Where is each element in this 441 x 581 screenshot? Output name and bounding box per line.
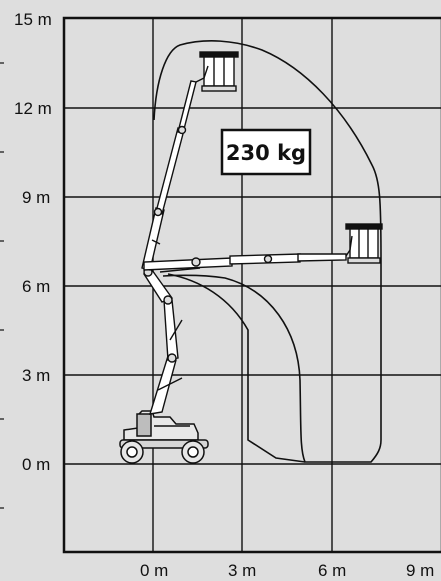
- jib-section: [297, 253, 347, 262]
- x-tick-label: 9 m: [406, 561, 434, 580]
- y-tick-label: 6 m: [22, 277, 50, 296]
- basket-top-rail: [345, 223, 383, 230]
- x-axis-labels: 0 m 3 m 6 m 9 m: [140, 561, 434, 580]
- basket-top-rail: [199, 51, 239, 58]
- capacity-box: 230 kg: [220, 128, 312, 176]
- capacity-label: 230 kg: [226, 141, 306, 165]
- boom-pivot: [167, 353, 177, 363]
- x-tick-label: 0 m: [140, 561, 168, 580]
- basket-mount: [345, 235, 353, 257]
- platform-basket: [203, 55, 235, 87]
- basket-floor: [201, 85, 237, 92]
- capacity-box-frame: [220, 128, 312, 176]
- rear-hub: [126, 446, 138, 458]
- y-tick-label: 0 m: [22, 455, 50, 474]
- jib-section: [177, 80, 197, 134]
- hydraulic-cylinder: [159, 267, 201, 273]
- y-axis-labels: 15 m 12 m 9 m 6 m 3 m 0 m: [14, 10, 52, 474]
- boom-pivot: [263, 254, 273, 264]
- lower-boom-section: [148, 355, 177, 415]
- boom-pivot: [153, 207, 163, 217]
- boom-pivot: [177, 125, 187, 135]
- basket-floor: [347, 257, 381, 264]
- working-envelope-inner: [167, 273, 306, 463]
- upper-boom-raised: [141, 80, 197, 271]
- upper-boom-section: [143, 257, 233, 271]
- x-tick-label: 6 m: [318, 561, 346, 580]
- platform-basket: [349, 227, 379, 259]
- hydraulic-cylinder: [157, 377, 183, 391]
- hydraulic-cylinder: [151, 239, 161, 245]
- grid-frame: [62, 16, 441, 554]
- hydraulic-cylinder: [169, 319, 183, 341]
- y-tick-label: 12 m: [14, 99, 52, 118]
- boom-pivot: [191, 257, 201, 267]
- upper-boom-horizontal: [143, 253, 347, 273]
- minor-ticks: [0, 62, 4, 509]
- y-tick-label: 3 m: [22, 366, 50, 385]
- x-tick-label: 3 m: [228, 561, 256, 580]
- lower-boom: [142, 267, 183, 415]
- y-tick-label: 15 m: [14, 10, 52, 29]
- platform-top: [195, 51, 239, 92]
- counterweight: [136, 413, 152, 437]
- boom-pivot: [163, 295, 173, 305]
- machine-base: [119, 410, 209, 464]
- upper-boom-section: [155, 127, 185, 215]
- front-hub: [187, 446, 199, 458]
- platform-side: [345, 223, 383, 264]
- y-tick-label: 9 m: [22, 188, 50, 207]
- basket-mount: [195, 65, 209, 83]
- working-envelope: [153, 40, 382, 463]
- grid: [62, 16, 441, 554]
